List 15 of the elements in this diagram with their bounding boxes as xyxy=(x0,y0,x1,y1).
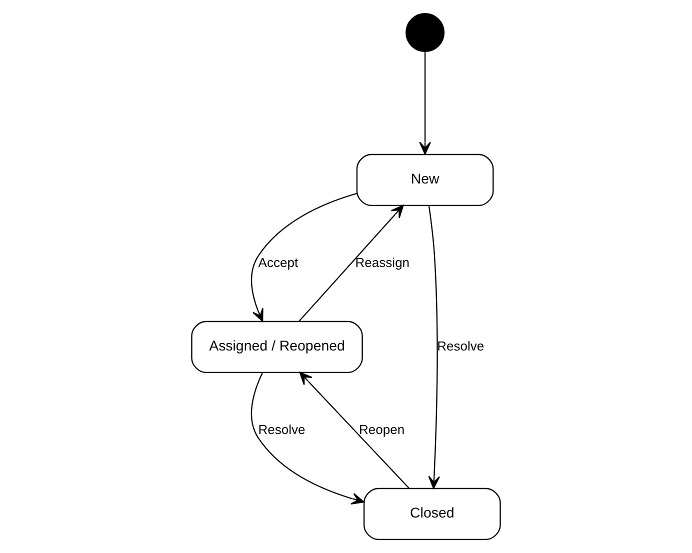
node-box: New xyxy=(356,154,494,206)
arrow xyxy=(419,52,431,155)
node-circle xyxy=(406,12,445,52)
arrow xyxy=(428,205,440,489)
edge-label: Resolve xyxy=(258,422,306,437)
edge-label: Accept xyxy=(258,254,298,270)
arrow xyxy=(250,372,364,504)
node-box: Closed xyxy=(363,488,501,540)
arrow xyxy=(299,372,410,489)
edge-label: Reopen xyxy=(359,422,405,437)
node-box: Assigned / Reopened xyxy=(191,320,363,374)
edge-label: Reassign xyxy=(355,254,410,270)
arrow xyxy=(298,204,404,322)
edge-label: Resolve xyxy=(437,338,484,354)
arrow xyxy=(251,192,358,322)
